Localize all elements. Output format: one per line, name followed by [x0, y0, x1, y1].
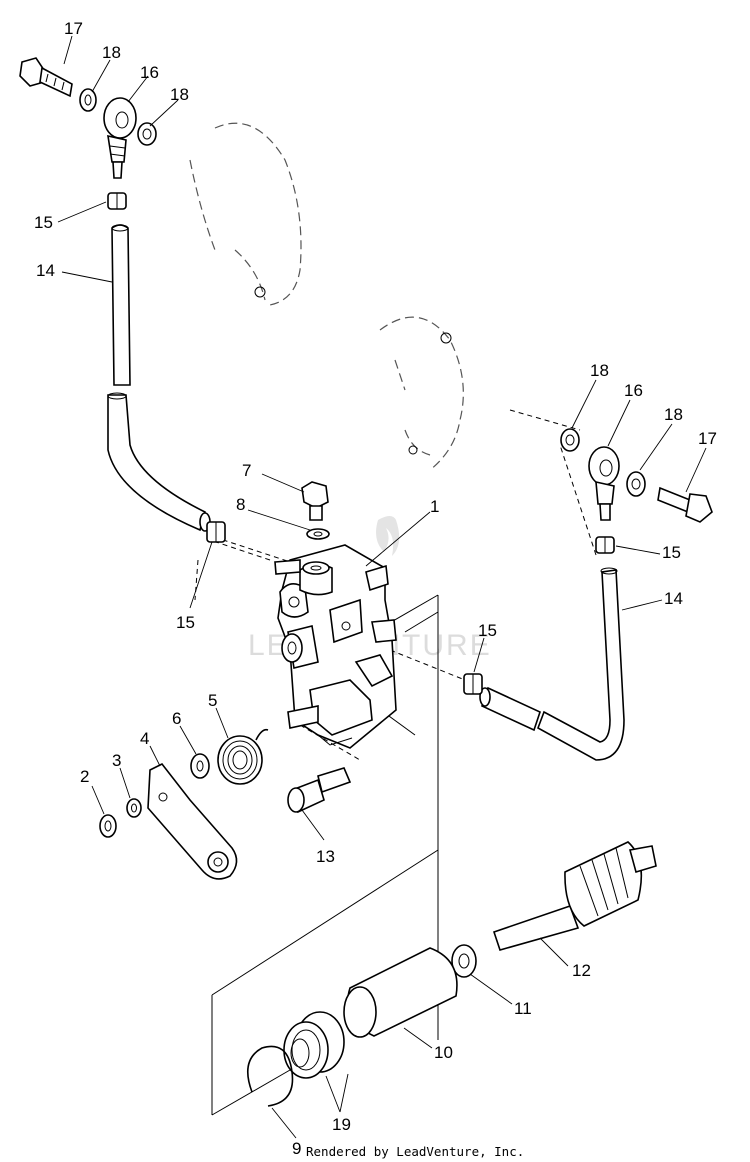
banjo-fitting-right — [588, 446, 620, 521]
washer-right-b — [626, 471, 646, 497]
leader-lines — [57, 35, 707, 1139]
callout-13: 13 — [316, 847, 335, 866]
callout-7: 7 — [242, 461, 251, 480]
washer-top-a — [79, 88, 97, 112]
callout-18-right-b: 18 — [664, 405, 683, 424]
callout-14-right: 14 — [664, 589, 683, 608]
callout-4: 4 — [140, 729, 149, 748]
oil-hose-right — [479, 567, 625, 761]
hose-clamp-mid-left — [206, 521, 226, 543]
hose-clamp-top — [107, 192, 127, 210]
callout-labels: 17 18 16 18 15 14 7 8 1 15 15 18 16 18 1… — [34, 19, 717, 1158]
sealing-washer — [306, 528, 330, 540]
callout-16-right: 16 — [624, 381, 643, 400]
drive-gear-shaft — [492, 841, 657, 951]
inlet-nipple-left — [274, 559, 301, 575]
callout-5: 5 — [208, 691, 217, 710]
return-spring — [217, 728, 269, 785]
callout-16-top: 16 — [140, 63, 159, 82]
shaft-washer — [451, 944, 477, 978]
lever-circlip — [99, 814, 117, 838]
callout-15-right-up: 15 — [662, 543, 681, 562]
callout-17-top: 17 — [64, 19, 83, 38]
callout-17-right: 17 — [698, 429, 717, 448]
callout-3: 3 — [112, 751, 121, 770]
banjo-bolt-top — [19, 57, 73, 98]
oil-hose-left — [107, 224, 211, 532]
callout-18-top-b: 18 — [170, 85, 189, 104]
oil-seals — [283, 1011, 345, 1079]
callout-1: 1 — [430, 497, 439, 516]
callout-11: 11 — [514, 999, 532, 1018]
callout-2: 2 — [80, 767, 89, 786]
snap-ring — [246, 1045, 294, 1107]
hose-clamp-right-low — [463, 673, 483, 695]
callout-12: 12 — [572, 961, 591, 980]
callout-9: 9 — [292, 1139, 301, 1158]
callout-10: 10 — [434, 1043, 453, 1062]
callout-14-top: 14 — [36, 261, 55, 280]
callout-8: 8 — [236, 495, 245, 514]
rendered-by-credit: Rendered by LeadVenture, Inc. — [306, 1144, 524, 1159]
callout-18-right-a: 18 — [590, 361, 609, 380]
mounting-screw — [287, 767, 352, 814]
control-lever — [147, 762, 238, 880]
thrust-washer — [190, 753, 210, 779]
callout-18-top-a: 18 — [102, 43, 121, 62]
hose-clamp-right-up — [595, 536, 615, 554]
callout-15-right-low: 15 — [478, 621, 497, 640]
control-shaft — [287, 705, 319, 729]
lever-washer — [126, 798, 142, 818]
banjo-bolt-right — [657, 486, 713, 523]
callout-6: 6 — [172, 709, 181, 728]
engine-case-outline — [189, 122, 464, 471]
washer-right-a — [560, 428, 580, 452]
callout-19: 19 — [332, 1115, 351, 1134]
oil-pump-body — [277, 544, 397, 749]
callout-15-mid: 15 — [176, 613, 195, 632]
bleed-bolt — [301, 481, 329, 521]
pump-sleeve — [343, 947, 458, 1038]
banjo-fitting-top — [103, 97, 137, 179]
washer-top-b — [137, 122, 157, 146]
callout-15-top: 15 — [34, 213, 53, 232]
